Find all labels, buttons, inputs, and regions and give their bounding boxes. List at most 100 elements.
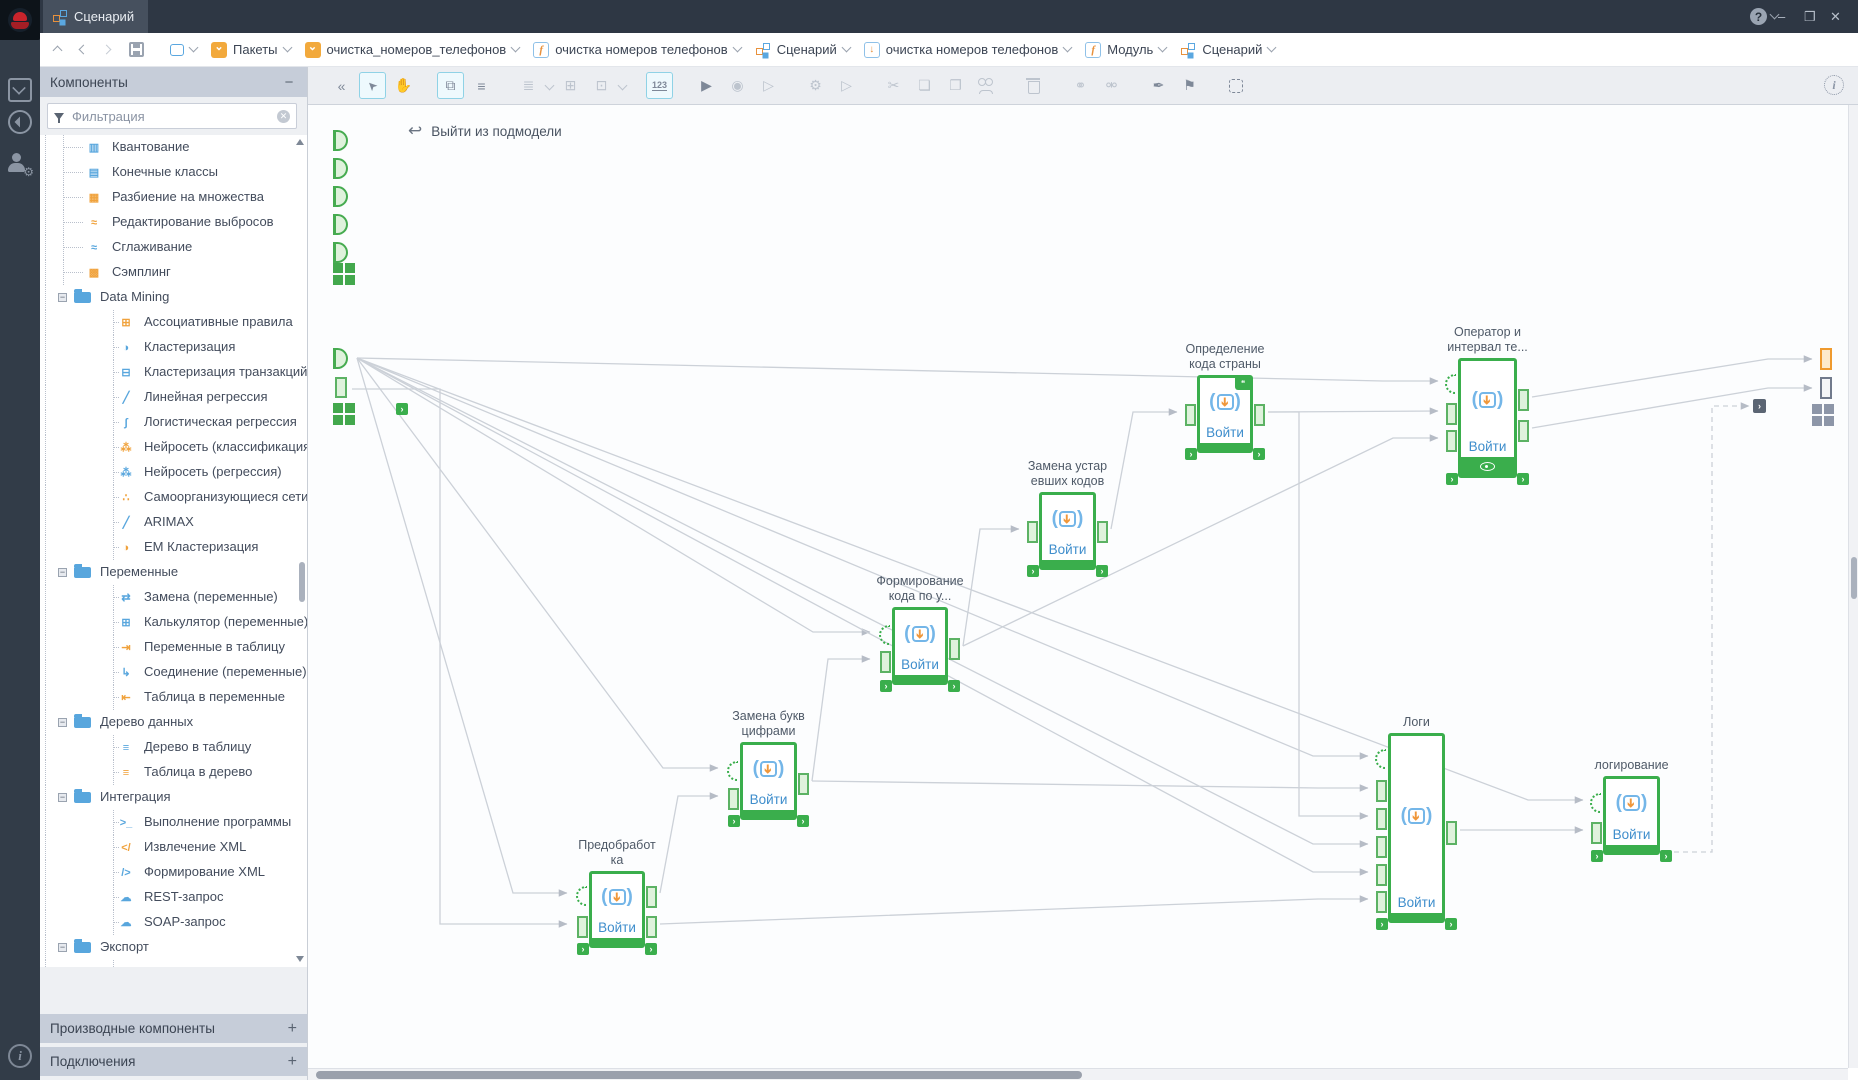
tree-item[interactable]: ☁SOAP-запрос (40, 910, 307, 935)
run-status-badge[interactable]: › (1253, 448, 1265, 460)
run-status-badge[interactable]: › (1096, 565, 1108, 577)
table-input-port[interactable] (1591, 822, 1602, 844)
variables-input-port[interactable] (727, 761, 738, 781)
save-icon[interactable] (129, 42, 144, 57)
link-line[interactable] (356, 357, 1439, 385)
canvas-hscrollbar[interactable] (308, 1068, 1848, 1080)
table-output-port[interactable] (1446, 821, 1457, 845)
table-output-port[interactable] (1518, 420, 1529, 442)
table-input-port[interactable] (728, 788, 739, 810)
table-input-port[interactable] (1185, 404, 1196, 426)
breadcrumb-item[interactable]: Модуль (1081, 39, 1170, 61)
submodel-output-port[interactable] (1820, 377, 1832, 399)
packages-icon[interactable] (8, 78, 32, 102)
tree-item[interactable]: ╱Линейная регрессия (40, 385, 307, 410)
link-line[interactable] (356, 357, 1369, 876)
run-status-badge[interactable]: › (948, 680, 960, 692)
tree-item[interactable]: ⇄Замена (переменные) (40, 585, 307, 610)
run-status-badge[interactable]: › (1376, 918, 1388, 930)
cut[interactable]: ✂ (880, 72, 907, 99)
enter-submodel-link[interactable]: Войти (1206, 425, 1244, 440)
nav-forward-icon[interactable] (101, 44, 112, 55)
exit-submodel-button[interactable]: ↩ Выйти из подмодели (408, 121, 562, 141)
filter-input[interactable] (70, 107, 271, 125)
run-status-badge[interactable]: › (728, 815, 740, 827)
breadcrumb-item[interactable]: Пакеты (207, 39, 295, 61)
canvas-vscrollbar[interactable] (1848, 105, 1858, 1068)
link-line[interactable] (356, 357, 1369, 760)
minimize-button[interactable]: – (1778, 9, 1786, 24)
nav-back-icon[interactable] (78, 44, 89, 55)
chevron-down-icon[interactable] (544, 80, 555, 91)
align-nodes[interactable]: ≣ (515, 72, 542, 99)
maximize-button[interactable]: ❒ (1804, 8, 1816, 24)
run-status-badge[interactable]: › (1027, 565, 1039, 577)
submodel-input-port[interactable] (333, 242, 348, 263)
link-line[interactable] (811, 655, 871, 782)
table-output-port[interactable] (798, 773, 809, 795)
tree-scroll-up-icon[interactable] (296, 139, 304, 145)
app-logo[interactable] (0, 0, 40, 40)
tree-scrollbar[interactable] (299, 562, 305, 602)
breadcrumb-item[interactable]: Сценарий (751, 39, 854, 61)
submodel-input-port[interactable] (333, 130, 348, 151)
run-status-badge[interactable]: › (1185, 448, 1197, 460)
user-settings-icon[interactable] (8, 152, 34, 179)
link-line[interactable] (356, 357, 719, 772)
tree-item[interactable]: ▥Квантование (40, 135, 307, 160)
remove-link[interactable]: ⚮ (1098, 72, 1125, 99)
tree-item[interactable]: ▤Конечные классы (40, 160, 307, 185)
variables-grid-port[interactable] (333, 263, 355, 285)
tree-item[interactable]: ⊟Кластеризация транзакций (40, 360, 307, 385)
table-input-port[interactable] (1446, 403, 1457, 425)
link-line[interactable] (356, 357, 1584, 804)
run-status-badge[interactable]: › (880, 680, 892, 692)
link-line[interactable] (1531, 384, 1813, 429)
enter-submodel-link[interactable]: Войти (1612, 827, 1651, 842)
link-line[interactable] (659, 895, 1369, 925)
tree-item[interactable]: ≈Редактирование выбросов (40, 210, 307, 235)
breadcrumb-item[interactable]: очистка_номеров_телефонов (301, 39, 524, 61)
create-link[interactable]: ⚭ (1067, 72, 1094, 99)
variables-input-port[interactable] (879, 625, 890, 645)
tree-item[interactable]: ◑EM Кластеризация (40, 535, 307, 560)
derived-components-header[interactable]: Производные компоненты + (40, 1014, 307, 1043)
components-header[interactable]: Компоненты − (40, 67, 307, 97)
inactive-link-line[interactable] (1674, 402, 1750, 853)
submodel-input-port[interactable] (333, 186, 348, 207)
navigator-icon[interactable] (8, 110, 32, 134)
run-with-settings[interactable]: ▷ (755, 72, 782, 99)
variables-grid-port[interactable] (333, 403, 355, 425)
table-input-port[interactable] (1376, 836, 1387, 858)
tree-item[interactable]: ⁂Нейросеть (регрессия) (40, 460, 307, 485)
tree-item[interactable]: ↳Соединение (переменные) (40, 660, 307, 685)
enter-submodel-link[interactable]: Войти (598, 920, 636, 935)
run-node[interactable]: ▶ (693, 72, 720, 99)
enter-submodel-link[interactable]: Войти (901, 657, 939, 672)
collapse-folder-icon[interactable]: − (58, 567, 67, 577)
chevron-down-icon[interactable] (617, 80, 628, 91)
link-line[interactable] (962, 525, 1020, 647)
bookmark[interactable]: ⚑ (1176, 72, 1203, 99)
help-menu[interactable]: ? (1750, 0, 1780, 33)
chevron-down-icon[interactable] (732, 42, 743, 53)
variables-input-port[interactable] (1445, 374, 1456, 394)
pan-tool[interactable]: ✋ (390, 72, 417, 99)
scheme-view[interactable]: ⧉ (437, 72, 464, 99)
table-input-port[interactable] (880, 651, 891, 673)
tree-item[interactable]: />Формирование XML (40, 860, 307, 885)
chevron-down-icon[interactable] (282, 42, 292, 53)
tree-item[interactable]: ≡Таблица в дерево (40, 760, 307, 785)
table-output-port[interactable] (646, 916, 657, 938)
inactive-link-badge[interactable]: › (1753, 399, 1766, 413)
table-output-port[interactable] (1518, 389, 1529, 411)
tree-item[interactable]: ⇤Таблица в переменные (40, 685, 307, 710)
link-line[interactable] (1110, 408, 1178, 530)
node-logi[interactable]: Логи(➔)Войти›› (1375, 715, 1457, 930)
link-line[interactable] (659, 792, 719, 894)
delete[interactable] (1020, 72, 1047, 99)
paste[interactable]: ❐ (942, 72, 969, 99)
clear-filter-icon[interactable]: ✕ (277, 109, 290, 123)
